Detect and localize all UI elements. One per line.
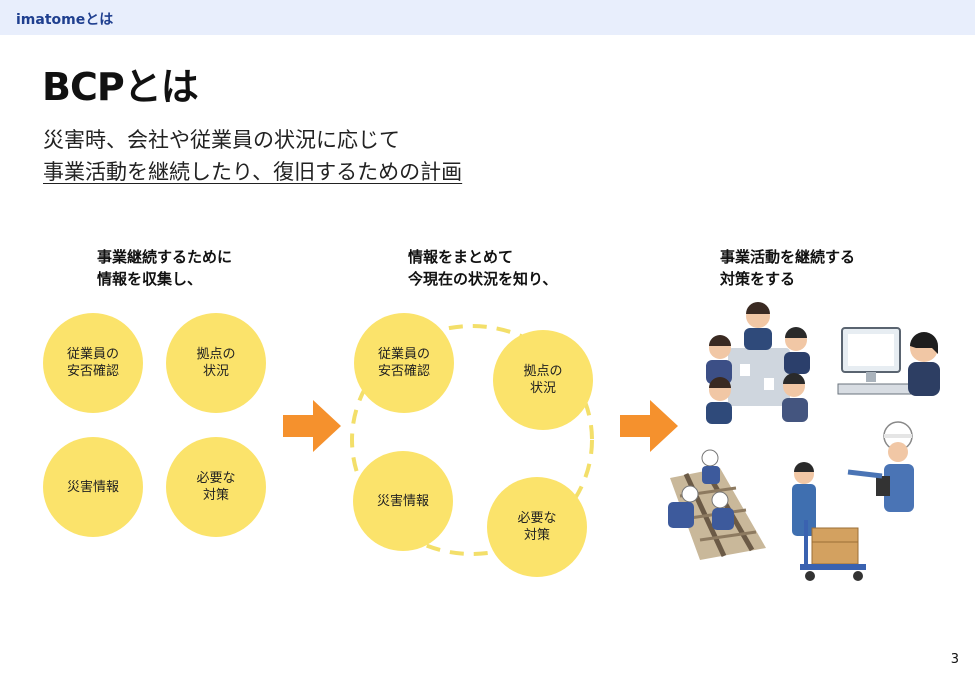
header-band [0, 0, 975, 35]
step-3-caption-line-2: 対策をする [720, 270, 796, 288]
railway-workers-illustration [668, 449, 766, 560]
step-1-circle-safety: 従業員の 安否確認 [43, 313, 143, 413]
step-2-circle-site-status: 拠点の 状況 [493, 330, 593, 430]
step-2-caption-line-2: 今現在の状況を知り、 [408, 270, 558, 288]
warehouse-workers-illustration [792, 421, 914, 581]
connection-ring [350, 324, 594, 556]
page-number: 3 [950, 652, 959, 667]
step-1-circle-measures: 必要な 対策 [166, 437, 266, 537]
lead-line-1: 災害時、会社や従業員の状況に応じて [43, 128, 400, 152]
meeting-illustration [706, 302, 810, 424]
step-1-caption: 事業継続するために 情報を収集し、 [97, 246, 232, 290]
step-2-circle-disaster-info: 災害情報 [353, 451, 453, 551]
step-2-caption: 情報をまとめて 今現在の状況を知り、 [408, 246, 557, 290]
lead-line-2: 事業活動を継続したり、復旧するための計画 [43, 160, 463, 184]
right-arrow-icon [283, 400, 341, 452]
office-worker-illustration [837, 327, 940, 396]
step-1-caption-line-2: 情報を収集し、 [97, 270, 203, 288]
step-2-circle-safety: 従業員の 安否確認 [354, 313, 454, 413]
step-1-caption-line-1: 事業継続するために [97, 248, 233, 266]
step-2-caption-line-1: 情報をまとめて [408, 248, 514, 266]
step-1-circle-site-status: 拠点の 状況 [166, 313, 266, 413]
step-3-caption: 事業活動を継続する 対策をする [720, 246, 855, 290]
right-arrow-icon [620, 400, 678, 452]
step-3-caption-line-1: 事業活動を継続する [720, 248, 856, 266]
header-label: imatomeとは [16, 12, 114, 28]
step-2-circle-measures: 必要な 対策 [487, 477, 587, 577]
page-title: BCPとは [42, 65, 199, 109]
step-1-circle-disaster-info: 災害情報 [43, 437, 143, 537]
